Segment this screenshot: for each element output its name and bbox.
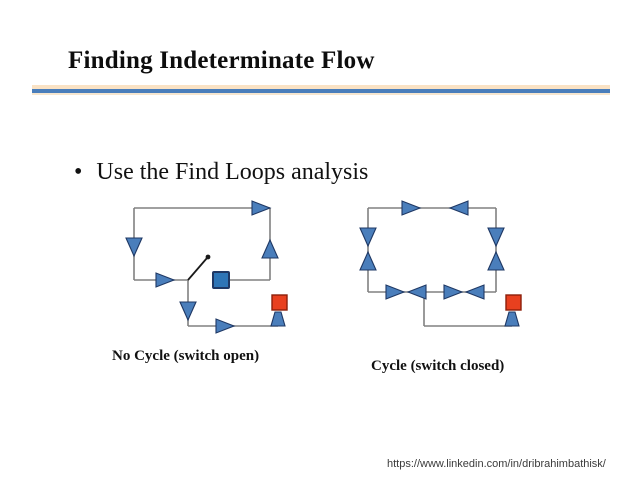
arrow-right-bottom-b: [443, 284, 464, 300]
switch-pivot-dot: [205, 254, 211, 260]
arrow-up-right: [261, 238, 279, 259]
arrow-left-bottom-b: [464, 284, 485, 300]
arrow-right-top-left: [401, 200, 422, 216]
arrow-right-bottom: [215, 318, 236, 334]
arrow-up-right: [487, 250, 505, 271]
switch-open-icon[interactable]: [187, 254, 211, 281]
arrow-left-top: [251, 200, 272, 216]
wire-group: [367, 207, 512, 327]
red-square-icon: [505, 294, 522, 311]
bullet-list-item: • Use the Find Loops analysis: [74, 157, 368, 187]
blue-square-node[interactable]: [212, 271, 230, 289]
cycle-circuit-svg: [359, 200, 522, 327]
footer-url-text: https://www.linkedin.com/in/dribrahimbat…: [387, 458, 606, 470]
arrow-right-bottom-a: [385, 284, 406, 300]
caption-cycle: Cycle (switch closed): [371, 358, 505, 374]
switch-lever: [187, 257, 208, 281]
red-flag-node[interactable]: [270, 294, 288, 327]
caption-no-cycle: No Cycle (switch open): [112, 348, 260, 364]
divider-blue-line: [32, 89, 610, 93]
flag-base-icon: [504, 311, 520, 327]
red-square-icon: [271, 294, 288, 311]
arrow-down-left: [125, 237, 143, 258]
arrow-down-stem: [179, 301, 197, 322]
divider-cream-line-lower: [32, 93, 610, 95]
flow-arrow-group: [125, 200, 279, 334]
title-divider: [32, 85, 610, 95]
bullet-item-label: Use the Find Loops analysis: [96, 159, 369, 185]
arrow-left-bottom-a: [406, 284, 427, 300]
arrow-right-mid: [155, 272, 176, 288]
bullet-marker-icon: •: [74, 159, 83, 185]
page-title: Finding Indeterminate Flow: [68, 47, 375, 74]
arrow-down-right: [487, 227, 505, 248]
red-flag-node[interactable]: [504, 294, 522, 327]
arrow-left-top-right: [448, 200, 469, 216]
no-cycle-circuit-svg: [125, 200, 288, 334]
wire-group: [133, 207, 278, 327]
flow-arrow-group: [359, 200, 505, 300]
cycle-circuit-diagram: [352, 196, 538, 336]
flag-base-icon: [270, 311, 286, 327]
arrow-up-left: [359, 250, 377, 271]
no-cycle-circuit-diagram: [112, 196, 302, 336]
divider-cream-line: [32, 85, 610, 89]
arrow-down-left: [359, 227, 377, 248]
